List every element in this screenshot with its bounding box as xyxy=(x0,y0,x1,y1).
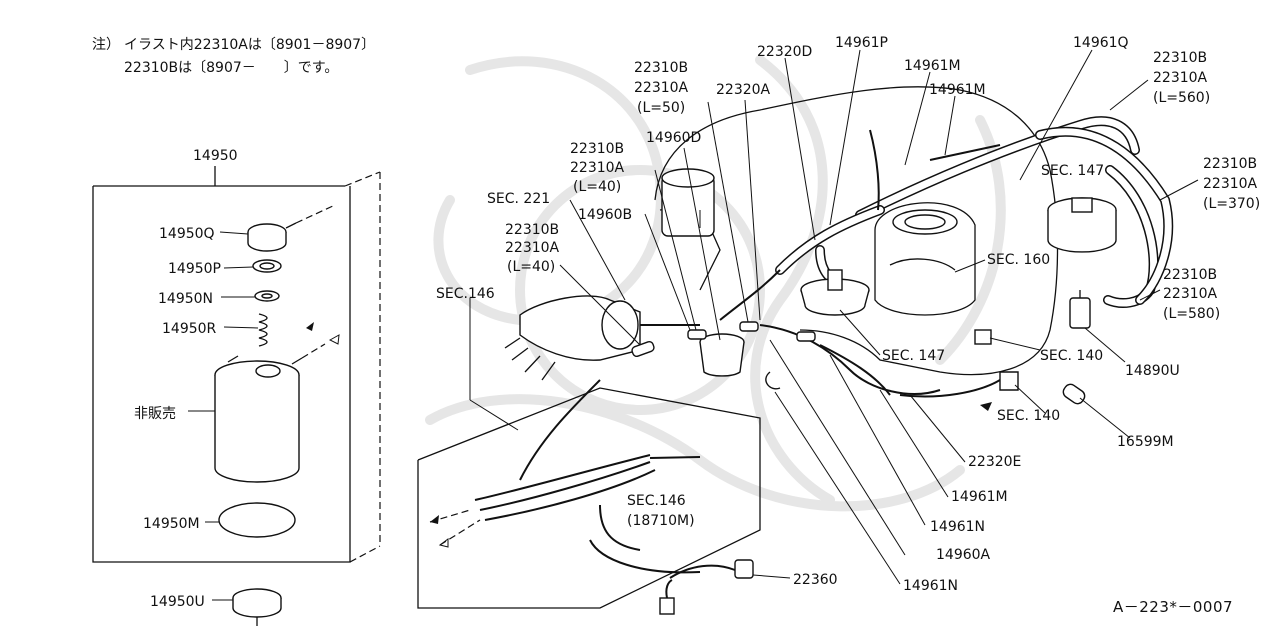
label-14950Q: 14950Q xyxy=(159,226,215,242)
label-sec147-mid: SEC. 147 xyxy=(882,348,945,364)
note-line-2: 22310Bは〔8907－ 〕です。 xyxy=(124,60,338,76)
label-22310A-580: 22310A xyxy=(1163,286,1218,302)
label-L40b: (L=40) xyxy=(507,259,555,275)
label-16599M: 16599M xyxy=(1117,434,1174,450)
label-22310B-40b: 22310B xyxy=(505,222,559,238)
label-14890U: 14890U xyxy=(1125,363,1180,379)
label-sec140-a: SEC. 140 xyxy=(1040,348,1103,364)
label-14961M-1: 14961M xyxy=(904,58,961,74)
note: 注） イラスト内22310Aは〔8901－8907〕 22310Bは〔8907－… xyxy=(92,37,375,76)
label-L370: (L=370) xyxy=(1203,196,1260,212)
label-14961N-1: 14961N xyxy=(930,519,985,535)
label-22310A-370: 22310A xyxy=(1203,176,1258,192)
label-L50: (L=50) xyxy=(637,100,685,116)
reference-code: A－223*－0007 xyxy=(1113,598,1233,616)
label-14960A: 14960A xyxy=(936,547,991,563)
label-14950P: 14950P xyxy=(168,261,221,277)
label-22360: 22360 xyxy=(793,572,838,588)
leader-lines xyxy=(559,49,1199,585)
label-L560: (L=560) xyxy=(1153,90,1210,106)
label-14950R: 14950R xyxy=(162,321,217,337)
label-sec160: SEC. 160 xyxy=(987,252,1050,268)
label-sec140-b: SEC. 140 xyxy=(997,408,1060,424)
label-22310A-50: 22310A xyxy=(634,80,689,96)
label-14960B: 14960B xyxy=(578,207,632,223)
label-sec147-top: SEC. 147 xyxy=(1041,163,1104,179)
label-14960D: 14960D xyxy=(646,130,701,146)
engine-block xyxy=(504,86,1059,381)
components xyxy=(631,197,1117,411)
canister-assembly xyxy=(92,166,381,626)
label-14961M-2: 14961M xyxy=(929,82,986,98)
label-sec146-inset-sub: (18710M) xyxy=(627,513,695,529)
label-14950: 14950 xyxy=(193,148,238,164)
label-22310B-50: 22310B xyxy=(634,60,688,76)
label-22310B-580: 22310B xyxy=(1163,267,1217,283)
note-prefix: 注） xyxy=(92,37,120,53)
label-22320E: 22320E xyxy=(968,454,1021,470)
label-sec146-left: SEC.146 xyxy=(436,286,495,302)
label-14961N-2: 14961N xyxy=(903,578,958,594)
label-sec146-inset: SEC.146 xyxy=(627,493,686,509)
label-14961Q: 14961Q xyxy=(1073,35,1129,51)
label-14950U: 14950U xyxy=(150,594,205,610)
label-22320D: 22320D xyxy=(757,44,812,60)
label-sec221: SEC. 221 xyxy=(487,191,550,207)
label-22310B-370: 22310B xyxy=(1203,156,1257,172)
label-L40a: (L=40) xyxy=(573,179,621,195)
label-22310A-40b: 22310A xyxy=(505,240,560,256)
label-14961M-3: 14961M xyxy=(951,489,1008,505)
label-22310A-560: 22310A xyxy=(1153,70,1208,86)
note-line-1: イラスト内22310Aは〔8901－8907〕 xyxy=(124,37,375,53)
part-labels: 14950 14950Q 14950P 14950N 14950R 非販売 14… xyxy=(134,35,1260,610)
label-14961P: 14961P xyxy=(835,35,888,51)
label-22310B-560: 22310B xyxy=(1153,50,1207,66)
label-22320A: 22320A xyxy=(716,82,771,98)
sec146-inset xyxy=(417,298,761,615)
label-not-for-sale: 非販売 xyxy=(134,406,176,422)
label-22310B-40a: 22310B xyxy=(570,141,624,157)
label-22310A-40a: 22310A xyxy=(570,160,625,176)
vacuum-hoses xyxy=(640,116,1174,398)
label-14950M: 14950M xyxy=(143,516,200,532)
label-14950N: 14950N xyxy=(158,291,213,307)
label-L580: (L=580) xyxy=(1163,306,1220,322)
